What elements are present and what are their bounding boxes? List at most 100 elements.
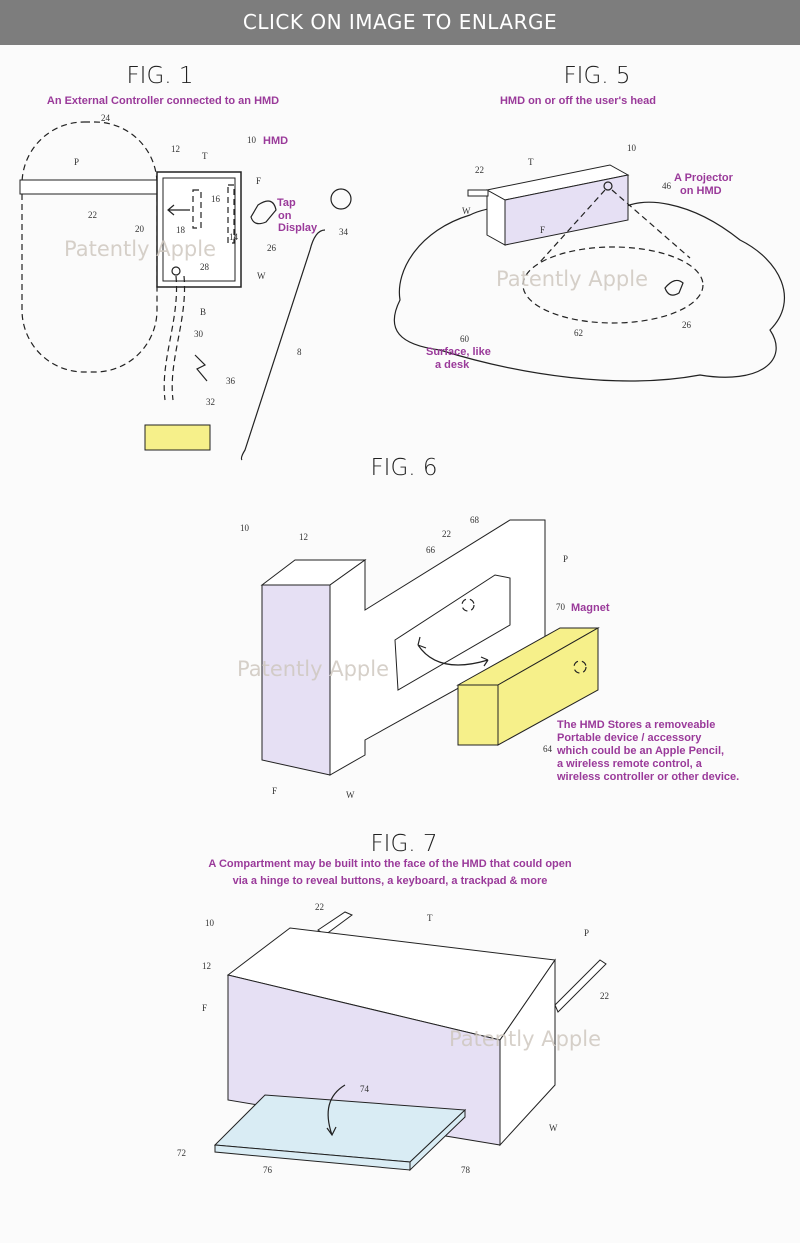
ref: 18	[176, 225, 186, 235]
label-magnet: Magnet	[571, 602, 610, 614]
ref: 30	[194, 329, 204, 339]
fig7-subtitle: via a hinge to reveal buttons, a keyboar…	[233, 875, 548, 887]
ref: W	[462, 206, 471, 216]
ref: 22	[88, 210, 97, 220]
magnet	[573, 660, 587, 674]
ref: T	[202, 151, 208, 161]
description-line: The HMD Stores a removeable	[557, 719, 715, 731]
label-hmd: HMD	[263, 135, 288, 147]
ref: W	[257, 271, 266, 281]
ref: 76	[263, 1165, 273, 1175]
watermark: Patently Apple	[496, 267, 648, 291]
ref: 68	[470, 515, 480, 525]
wireless-icon	[194, 354, 208, 382]
hmd-display	[162, 177, 236, 282]
ref: F	[256, 176, 261, 186]
fig6-refs: 10 12 22 68 66 P 70 64 F W	[240, 515, 568, 800]
fig7-subtitle: A Compartment may be built into the face…	[208, 858, 571, 870]
finger-icon	[664, 279, 684, 296]
fig5-refs: 10 22 T W 46 F 60 62 26	[460, 143, 692, 344]
hmd-side	[486, 189, 506, 246]
arrow-icon	[167, 204, 190, 216]
ref: 46	[662, 181, 672, 191]
watermark: Patently Apple	[237, 657, 389, 681]
ref: 72	[177, 1148, 186, 1158]
accessory-end	[457, 684, 499, 746]
ref: 16	[211, 194, 221, 204]
ref: P	[563, 554, 568, 564]
description-line: which could be an Apple Pencil,	[556, 745, 724, 757]
ref: 22	[600, 991, 609, 1001]
description-line: a wireless remote control, a	[557, 758, 703, 770]
description-line: Portable device / accessory	[557, 732, 702, 744]
label-projector: A Projector	[674, 172, 734, 184]
label-on-hmd: on HMD	[680, 185, 722, 197]
ref: 12	[202, 961, 211, 971]
projection-rays	[539, 189, 691, 263]
ref: P	[584, 928, 589, 938]
port	[171, 266, 181, 276]
fig5-subtitle: HMD on or off the user's head	[500, 95, 656, 107]
label-display: Display	[278, 222, 318, 234]
strap-right	[554, 959, 607, 1013]
ref: 10	[247, 135, 257, 145]
frame-opening	[394, 574, 511, 691]
projected-area	[522, 246, 704, 324]
ref: 66	[426, 545, 436, 555]
label-tap: Tap	[277, 197, 296, 209]
ref: 8	[297, 347, 302, 357]
ref: 34	[339, 227, 349, 237]
ref: 26	[267, 243, 277, 253]
ref: 10	[240, 523, 250, 533]
strap	[467, 189, 489, 197]
description-line: wireless controller or other device.	[556, 771, 739, 783]
ref: B	[200, 307, 206, 317]
ref: 22	[315, 902, 324, 912]
fig7-title: FIG. 7	[370, 831, 437, 857]
fig5-title: FIG. 5	[563, 63, 630, 89]
ref: 10	[205, 918, 215, 928]
hinge-arrow	[326, 1084, 346, 1137]
ref: 70	[556, 602, 566, 612]
ref: 78	[461, 1165, 471, 1175]
watermark: Patently Apple	[449, 1027, 601, 1051]
accessory-side	[497, 627, 599, 746]
label-desk: a desk	[435, 359, 470, 371]
ref: F	[202, 1003, 207, 1013]
ref: P	[74, 157, 79, 167]
label-surface: Surface, like	[426, 346, 491, 358]
ref: 24	[101, 113, 111, 123]
label-on: on	[278, 210, 292, 222]
ref: W	[346, 790, 355, 800]
ref: 74	[360, 1084, 370, 1094]
ref: T	[528, 157, 534, 167]
ref: 20	[135, 224, 145, 234]
hmd-face	[504, 174, 629, 246]
ref: F	[272, 786, 277, 796]
fig1-subtitle: An External Controller connected to an H…	[47, 95, 279, 107]
fig1-title: FIG. 1	[126, 63, 193, 89]
fig7: FIG. 7 A Compartment may be built into t…	[177, 831, 609, 1175]
ref: 12	[171, 144, 180, 154]
projector	[603, 181, 613, 191]
ref: 32	[206, 397, 215, 407]
ref: 36	[226, 376, 236, 386]
ref: 26	[682, 320, 692, 330]
enlarge-banner[interactable]: CLICK ON IMAGE TO ENLARGE	[0, 0, 800, 45]
ref: 22	[475, 165, 484, 175]
watermark: Patently Apple	[64, 237, 216, 261]
ref: 12	[299, 532, 308, 542]
ref: 10	[627, 143, 637, 153]
fig6-description: The HMD Stores a removeable Portable dev…	[556, 719, 739, 783]
external-controller	[144, 424, 211, 451]
tray-edge	[409, 1108, 466, 1172]
ref: 22	[442, 529, 451, 539]
display-element	[227, 184, 235, 244]
fig5: FIG. 5 HMD on or off the user's head A P…	[393, 63, 786, 382]
ref: 62	[574, 328, 583, 338]
ref: 14	[229, 232, 239, 242]
ref: 28	[200, 262, 210, 272]
cable	[163, 275, 186, 401]
insert-arrow	[417, 636, 489, 667]
